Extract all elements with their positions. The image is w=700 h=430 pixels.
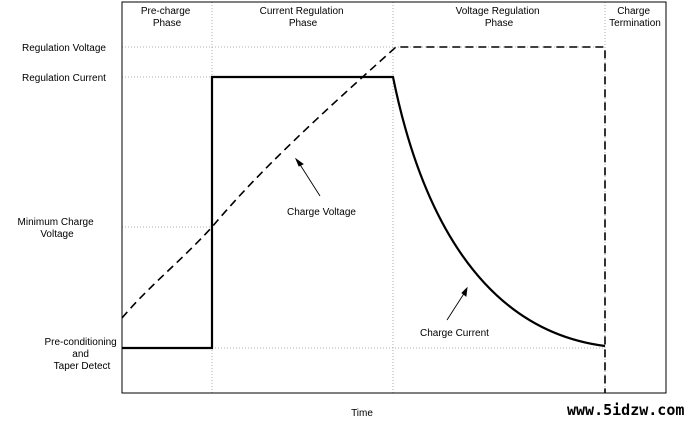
- x-axis-label: Time: [351, 408, 373, 419]
- label-preconditioning-line3: Taper Detect: [54, 361, 111, 372]
- phase-termination-label: Charge Termination: [609, 6, 661, 29]
- label-preconditioning: Pre-conditioning and Taper Detect: [44, 337, 119, 372]
- plot-frame: [121, 1, 667, 394]
- label-minimum-charge-voltage-line1: Minimum Charge: [18, 217, 95, 228]
- phase-precharge-line1: Pre-charge: [141, 6, 191, 17]
- phase-termination-line2: Termination: [609, 18, 661, 29]
- watermark-text: www.5idzw.com: [567, 401, 684, 419]
- phase-termination-line1: Charge: [617, 6, 650, 17]
- charge-current-annotation: Charge Current: [420, 328, 489, 339]
- charge-voltage-curve: [121, 46, 606, 393]
- label-preconditioning-line2: and: [72, 349, 89, 360]
- label-regulation-voltage: Regulation Voltage: [22, 43, 106, 54]
- phase-voltage-regulation-line2: Phase: [485, 18, 514, 29]
- charge-voltage-arrow-line: [298, 162, 321, 197]
- label-preconditioning-line1: Pre-conditioning: [44, 337, 116, 348]
- phase-current-regulation-line1: Current Regulation: [260, 6, 344, 17]
- guide-lines: [122, 2, 606, 393]
- phase-current-regulation-line2: Phase: [289, 18, 318, 29]
- annotation-arrows: [294, 157, 468, 321]
- charge-current-curve: [122, 75, 606, 350]
- phase-precharge-line2: Phase: [153, 18, 182, 29]
- charge-voltage-annotation: Charge Voltage: [287, 207, 356, 218]
- charge-current-arrowhead: [461, 286, 468, 297]
- phase-voltage-regulation-line1: Voltage Regulation: [456, 6, 540, 17]
- label-regulation-current: Regulation Current: [22, 73, 106, 84]
- charge-voltage-arrowhead: [294, 157, 304, 167]
- phase-current-regulation-label: Current Regulation Phase: [260, 6, 347, 29]
- phase-precharge-label: Pre-charge Phase: [141, 6, 193, 29]
- label-minimum-charge-voltage-line2: Voltage: [40, 229, 74, 240]
- phase-voltage-regulation-label: Voltage Regulation Phase: [456, 6, 543, 29]
- label-minimum-charge-voltage: Minimum Charge Voltage: [18, 217, 97, 240]
- charge-current-arrow-line: [446, 291, 466, 321]
